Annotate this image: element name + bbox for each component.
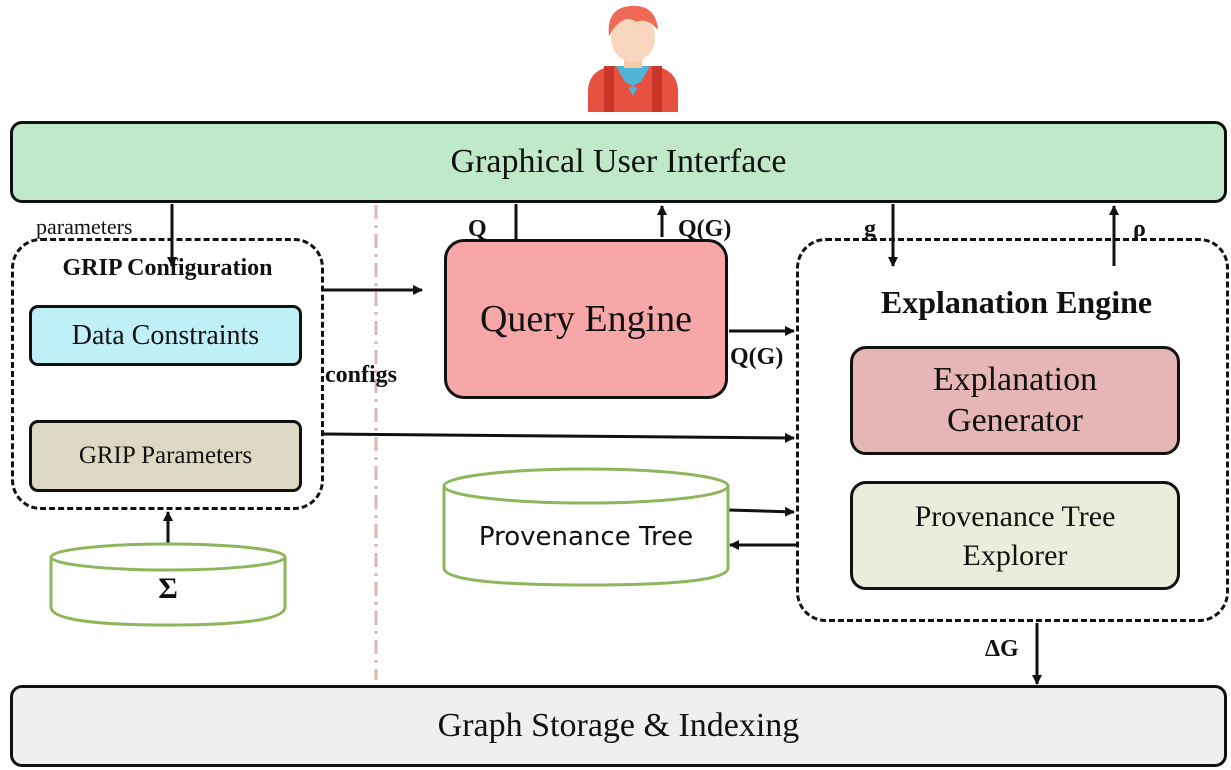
provenance-tree-cylinder <box>442 467 730 587</box>
q-edge-label: Q <box>468 216 487 242</box>
configs-edge-label: configs <box>325 362 397 388</box>
graphical-user-interface: Graphical User Interface <box>10 121 1227 203</box>
grip-configuration-group <box>11 238 324 510</box>
qg-up-edge-label: Q(G) <box>678 216 732 242</box>
sigma-label: Σ <box>158 572 178 605</box>
gui-label: Graphical User Interface <box>450 143 787 180</box>
explanation-engine-group <box>796 238 1229 622</box>
provenance-explorer-line1: Provenance Tree <box>914 499 1116 533</box>
provenance-tree-explorer-box: Provenance Tree Explorer <box>850 481 1180 590</box>
grip-to-explanation-arrow <box>323 432 795 443</box>
explanation-generator-line1: Explanation <box>932 360 1098 398</box>
g-edge-label: g <box>864 216 876 242</box>
rho-edge-label: ρ <box>1133 216 1146 242</box>
query-engine-box: Query Engine <box>444 239 728 399</box>
query-engine-label: Query Engine <box>479 298 693 340</box>
data-constraints-label: Data Constraints <box>71 319 260 351</box>
qg-right-edge-label: Q(G) <box>730 344 784 370</box>
user-avatar-icon <box>588 5 678 112</box>
explanation-generator-line2: Generator <box>947 401 1083 439</box>
parameters-edge-label: parameters <box>36 214 133 239</box>
provenance-tree-label: Provenance Tree <box>478 522 694 552</box>
explanation-generator-box: Explanation Generator <box>850 346 1180 455</box>
grip-configuration-title: GRIP Configuration <box>62 255 273 281</box>
delta-g-edge-label: ΔG <box>985 636 1019 662</box>
provenance-explorer-line2: Explorer <box>962 538 1068 572</box>
provenance-to-explanation-arrow <box>727 506 795 517</box>
grip-parameters-box: GRIP Parameters <box>29 420 302 492</box>
sigma-cylinder <box>49 542 287 627</box>
storage-label: Graph Storage & Indexing <box>437 707 800 744</box>
graph-storage-indexing: Graph Storage & Indexing <box>10 685 1227 767</box>
data-constraints-box: Data Constraints <box>29 305 302 366</box>
explanation-engine-title: Explanation Engine <box>880 284 1153 320</box>
grip-parameters-label: GRIP Parameters <box>78 442 253 469</box>
